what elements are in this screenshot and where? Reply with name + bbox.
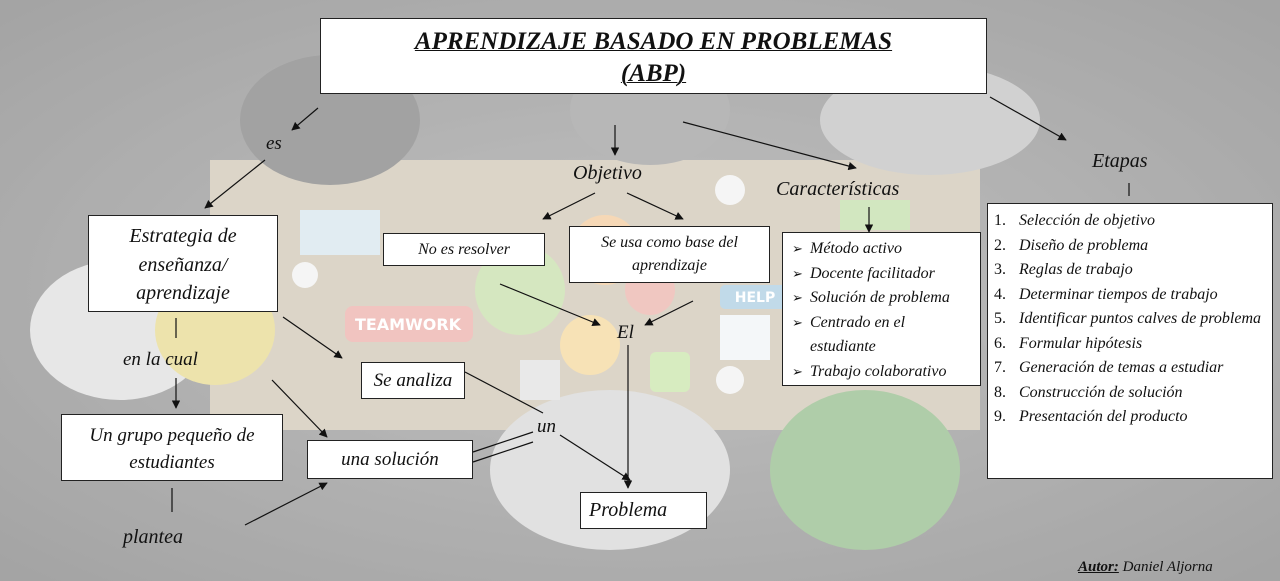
- label-un: un: [537, 416, 556, 437]
- etapas-box: 1.Selección de objetivo 2.Diseño de prob…: [987, 203, 1273, 479]
- grupo-box: Un grupo pequeño de estudiantes: [61, 414, 283, 481]
- etapa-item: 9.Presentación del producto: [994, 408, 1188, 425]
- caracteristica-item: ➢Centrado en el estudiante: [790, 311, 974, 360]
- author-credit: Autor: Daniel Aljorna: [1078, 559, 1213, 576]
- svg-text:HELP: HELP: [735, 290, 775, 306]
- arrowhead-bullet-icon: ➢: [792, 265, 803, 281]
- etapa-item: 3.Reglas de trabajo: [994, 261, 1133, 278]
- problema-box: Problema: [580, 492, 707, 529]
- etapas-list: 1.Selección de objetivo 2.Diseño de prob…: [988, 209, 1266, 430]
- problema-text: Problema: [589, 499, 668, 521]
- estrategia-line-3: aprendizaje: [136, 282, 230, 304]
- etapa-item: 2.Diseño de problema: [994, 236, 1149, 254]
- label-caracteristicas: Características: [776, 178, 900, 200]
- etapa-item: 6.Formular hipótesis: [994, 334, 1143, 352]
- label-es: es: [266, 133, 282, 154]
- etapa-item: 4.Determinar tiempos de trabajo: [994, 285, 1218, 303]
- base-line-1: Se usa como base del: [601, 234, 738, 251]
- base-box: Se usa como base del aprendizaje: [569, 226, 770, 283]
- arrowhead-bullet-icon: ➢: [792, 241, 803, 256]
- estrategia-box: Estrategia de enseñanza/ aprendizaje: [88, 215, 278, 312]
- etapa-item: 8.Construcción de solución: [994, 383, 1183, 401]
- analiza-box: Se analiza: [361, 362, 465, 399]
- title-line-1: APRENDIZAJE BASADO EN PROBLEMAS: [414, 28, 893, 55]
- caracteristicas-list: ➢Método activo ➢Docente facilitador ➢Sol…: [790, 237, 974, 384]
- etapa-item: 7.Generación de temas a estudiar: [994, 359, 1224, 376]
- etapa-item: 5.Identificar puntos calves de problema: [994, 310, 1262, 327]
- etapa-item: 1.Selección de objetivo: [994, 212, 1155, 229]
- title-line-2: (ABP): [620, 60, 687, 87]
- label-plantea: plantea: [123, 526, 183, 548]
- label-en-la-cual: en la cual: [123, 349, 198, 370]
- estrategia-line-1: Estrategia de: [129, 225, 237, 247]
- caracteristica-item: ➢Solución de problema: [790, 286, 974, 311]
- caracteristica-item: ➢Docente facilitador: [790, 262, 974, 287]
- solucion-text: una solución: [341, 449, 439, 470]
- grupo-line-1: Un grupo pequeño de: [89, 425, 255, 446]
- arrowhead-bullet-icon: ➢: [792, 290, 803, 305]
- solucion-box: una solución: [307, 440, 473, 479]
- label-objetivo: Objetivo: [573, 162, 642, 184]
- caracteristicas-box: ➢Método activo ➢Docente facilitador ➢Sol…: [782, 232, 981, 386]
- base-line-2: aprendizaje: [632, 257, 707, 274]
- no-resolver-box: No es resolver: [383, 233, 545, 266]
- caracteristica-item: ➢Método activo: [790, 237, 974, 262]
- grupo-line-2: estudiantes: [129, 452, 215, 473]
- title-box: APRENDIZAJE BASADO EN PROBLEMAS (ABP): [320, 18, 987, 94]
- label-etapas: Etapas: [1092, 150, 1148, 172]
- no-resolver-text: No es resolver: [418, 241, 510, 258]
- author-label: Autor:: [1078, 559, 1119, 575]
- svg-text:TEAMWORK: TEAMWORK: [355, 315, 462, 334]
- author-name: Daniel Aljorna: [1122, 559, 1213, 575]
- caracteristica-item: ➢Trabajo colaborativo: [790, 360, 974, 385]
- analiza-text: Se analiza: [373, 370, 453, 391]
- arrowhead-bullet-icon: ➢: [792, 314, 803, 330]
- estrategia-line-2: enseñanza/: [138, 253, 228, 276]
- label-el: El: [617, 322, 634, 343]
- arrowhead-bullet-icon: ➢: [792, 363, 803, 379]
